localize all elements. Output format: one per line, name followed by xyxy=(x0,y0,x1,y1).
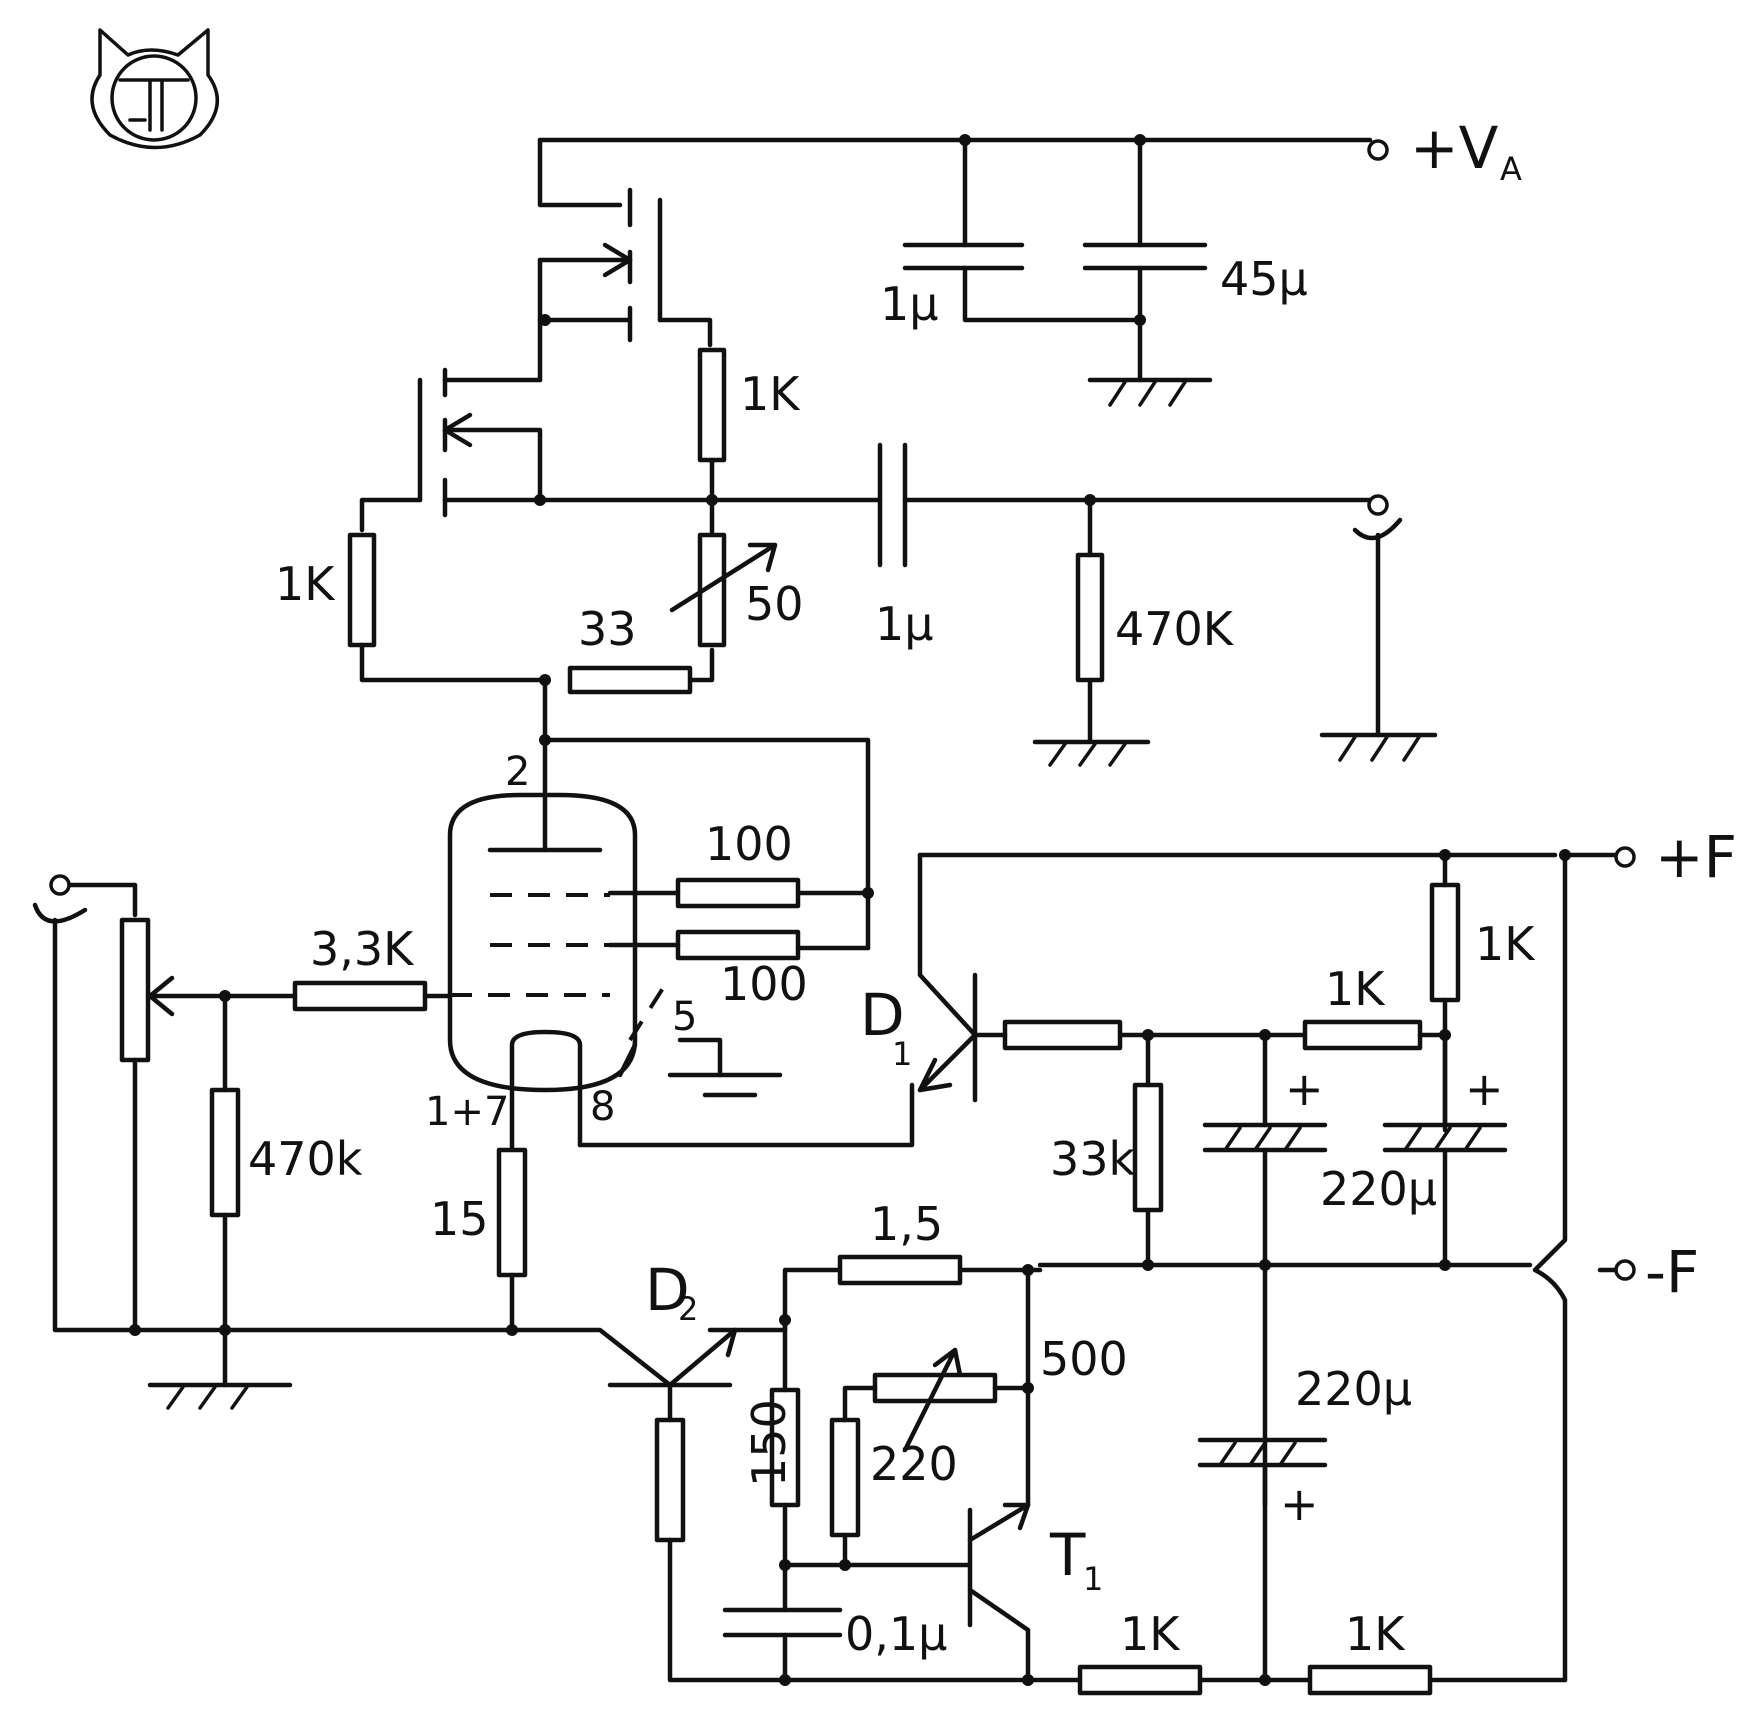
d2-sub: 2 xyxy=(678,1290,698,1328)
tube-pin-2: 2 xyxy=(505,749,530,795)
f-negative-rail xyxy=(1037,1259,1636,1281)
resistor-1k-bottom-b xyxy=(1307,1664,1568,1696)
resistor-3k3 xyxy=(292,980,453,1012)
capacitor-1u-supply xyxy=(902,137,1143,323)
r-3k3-label: 3,3K xyxy=(310,922,415,976)
mosfet-upper xyxy=(537,187,713,383)
r-1k-drain-label: 1K xyxy=(740,367,801,421)
resistor-1k-drain xyxy=(697,347,727,503)
tube-pin-1-7: 1+7 xyxy=(425,1089,509,1135)
va-terminal-sub: A xyxy=(1500,150,1522,188)
f-negative-label: -F xyxy=(1645,1238,1699,1306)
plus-c: + xyxy=(1280,1477,1319,1531)
ground-out-resistor xyxy=(1032,739,1151,767)
input-jack xyxy=(32,874,228,1333)
resistor-50-variable xyxy=(669,497,778,648)
r-15-label: 15 xyxy=(430,1192,489,1246)
c-45u-label: 45μ xyxy=(1220,252,1308,306)
resistor-100-b xyxy=(607,929,871,961)
plus-b: + xyxy=(1465,1062,1504,1116)
resistor-d2-collector xyxy=(654,1417,1033,1683)
r-100-b-label: 100 xyxy=(720,957,808,1011)
r-33-label: 33 xyxy=(578,602,637,656)
capacitor-45u xyxy=(1082,137,1208,383)
r-1k-left-label: 1K xyxy=(275,557,336,611)
pin5-ground xyxy=(667,1037,783,1098)
resistor-500-variable xyxy=(842,1267,1034,1508)
r-220-label: 220 xyxy=(870,1437,958,1491)
resistor-100-a xyxy=(607,877,874,909)
ground-input xyxy=(147,1382,293,1410)
resistor-220 xyxy=(829,1417,861,1571)
bottom-rail xyxy=(779,1674,1083,1686)
resistor-1k-bottom-a xyxy=(1077,1664,1313,1696)
resistor-470k-out xyxy=(1075,497,1105,743)
c-1u-supply-label: 1μ xyxy=(880,277,939,331)
vacuum-tube xyxy=(447,677,871,1148)
r-1k-bottom-b-label: 1K xyxy=(1345,1607,1406,1661)
r-470k-in-label: 470k xyxy=(248,1132,363,1186)
d1-sub: 1 xyxy=(892,1035,912,1073)
resistor-33k xyxy=(1132,1032,1164,1268)
resistor-1k-mid xyxy=(1302,1019,1451,1051)
c-1u-coupling-label: 1μ xyxy=(875,597,934,651)
volume-potentiometer xyxy=(119,917,298,1336)
r-150-label: 150 xyxy=(742,1399,796,1487)
r-1k-mid-label: 1K xyxy=(1325,962,1386,1016)
output-jack xyxy=(1319,494,1438,762)
resistor-d1-base xyxy=(972,1019,1308,1051)
t1-sub: 1 xyxy=(1083,1560,1103,1598)
f-positive-label: +F xyxy=(1655,823,1737,891)
resistor-470k-in xyxy=(209,993,241,1388)
r-470k-out-label: 470K xyxy=(1115,602,1235,656)
capacitor-220u-lower xyxy=(1197,1437,1328,1468)
heater-wire xyxy=(577,1082,915,1148)
r-1k-bottom-a-label: 1K xyxy=(1120,1607,1181,1661)
plus-a: + xyxy=(1285,1062,1324,1116)
r-1-5-label: 1,5 xyxy=(870,1197,943,1251)
r-33k-label: 33k xyxy=(1050,1132,1136,1186)
r-50-label: 50 xyxy=(745,577,804,631)
ground-supply xyxy=(1087,377,1213,407)
resistor-1k-left xyxy=(347,497,551,686)
d2-label: D xyxy=(645,1256,690,1324)
c-220u-a-label: 220μ xyxy=(1320,1162,1437,1216)
resistor-33 xyxy=(567,647,715,695)
c-220u-b-label: 220μ xyxy=(1295,1362,1412,1416)
mosfet-lower xyxy=(417,367,718,518)
c-0-1u-label: 0,1μ xyxy=(845,1607,947,1661)
resistor-1-5 xyxy=(782,1254,1043,1323)
r-1k-f-label: 1K xyxy=(1475,917,1536,971)
transistor-t1 xyxy=(782,1502,1031,1683)
capacitor-1u-coupling xyxy=(709,442,1373,568)
capacitor-220u-b xyxy=(1382,1032,1508,1268)
r-500-label: 500 xyxy=(1040,1332,1128,1386)
r-100-a-label: 100 xyxy=(705,817,793,871)
d1-label: D xyxy=(860,981,905,1049)
t1-label: T xyxy=(1049,1521,1086,1589)
cat-logo xyxy=(90,28,220,150)
tube-pin-8: 8 xyxy=(590,1084,615,1130)
va-terminal-label: +V xyxy=(1410,114,1499,182)
resistor-15 xyxy=(496,1087,528,1336)
capacitor-0-1u xyxy=(722,1607,843,1683)
tube-pin-5: 5 xyxy=(672,994,697,1040)
